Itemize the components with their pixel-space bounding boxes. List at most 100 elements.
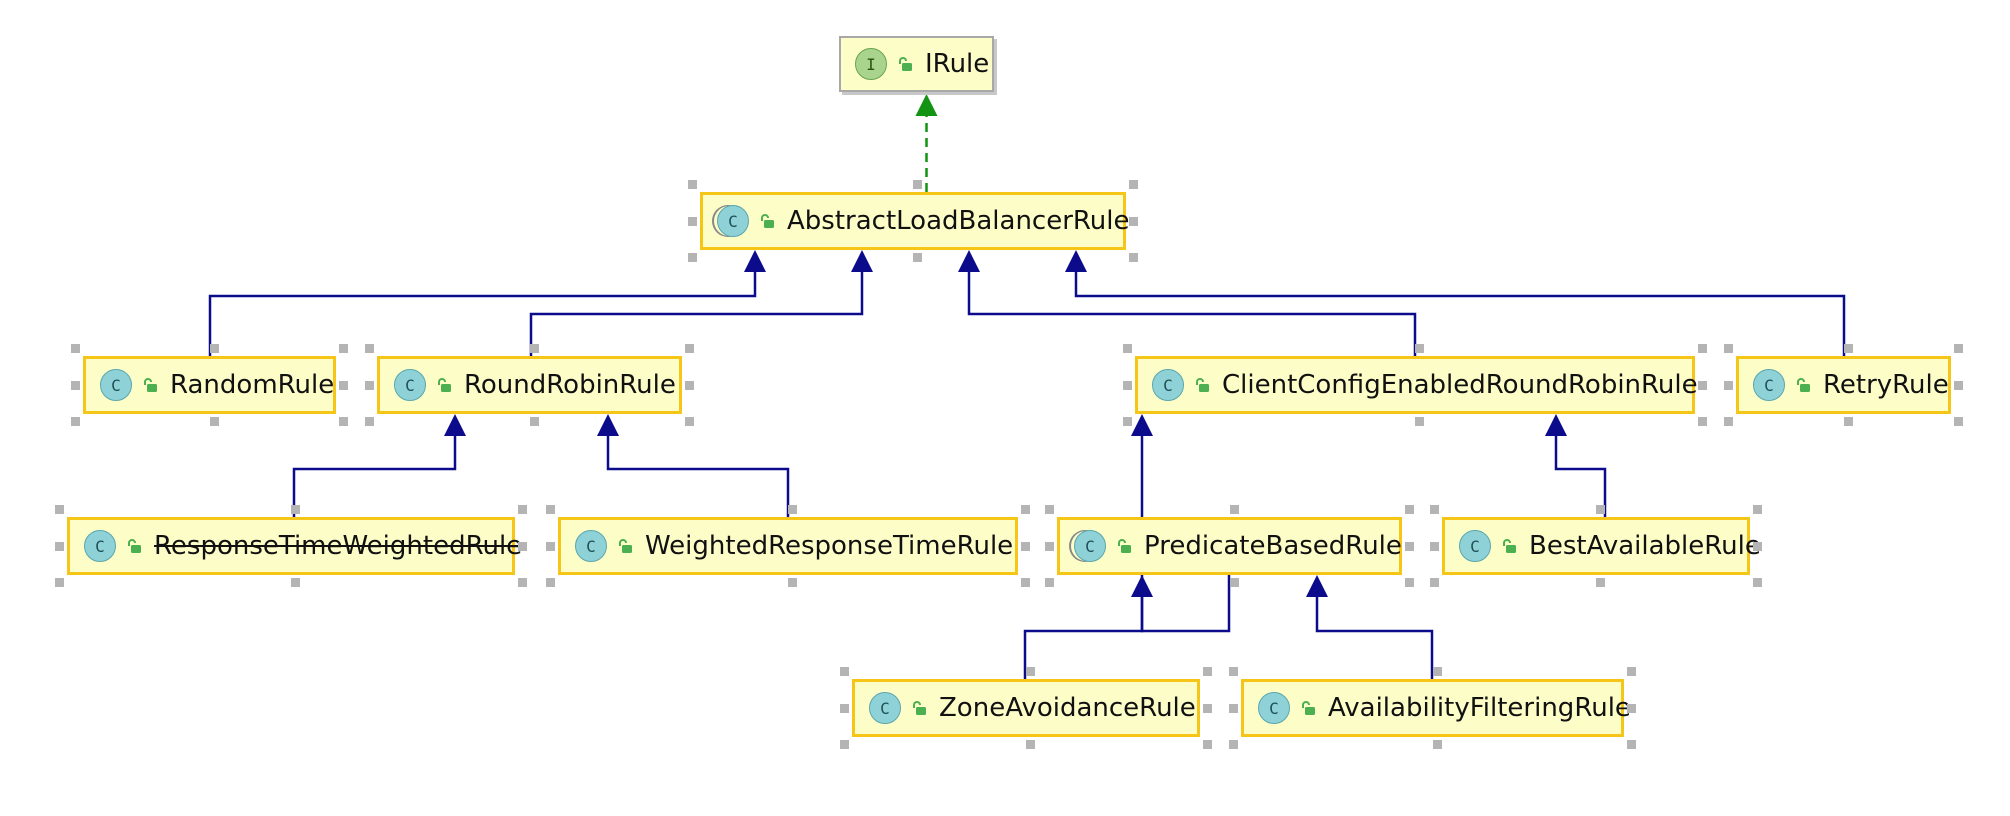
selection-handle[interactable] <box>840 704 849 713</box>
selection-handle[interactable] <box>685 344 694 353</box>
selection-handle[interactable] <box>1129 217 1138 226</box>
selection-handle[interactable] <box>339 417 348 426</box>
selection-handle[interactable] <box>365 344 374 353</box>
selection-handle[interactable] <box>365 381 374 390</box>
selection-handle[interactable] <box>1123 381 1132 390</box>
selection-handle[interactable] <box>1229 667 1238 676</box>
selection-handle[interactable] <box>840 740 849 749</box>
selection-handle[interactable] <box>688 253 697 262</box>
selection-handle[interactable] <box>1229 704 1238 713</box>
selection-handle[interactable] <box>55 578 64 587</box>
selection-handle[interactable] <box>840 667 849 676</box>
selection-handle[interactable] <box>529 417 539 426</box>
selection-handle[interactable] <box>1954 417 1963 426</box>
selection-handle[interactable] <box>685 417 694 426</box>
selection-handle[interactable] <box>1724 417 1733 426</box>
selection-handle[interactable] <box>1026 667 1035 676</box>
selection-handle[interactable] <box>55 542 64 551</box>
selection-handle[interactable] <box>688 217 697 226</box>
selection-handle[interactable] <box>1430 578 1439 587</box>
selection-handle[interactable] <box>1021 578 1030 587</box>
selection-handle[interactable] <box>71 381 80 390</box>
selection-handle[interactable] <box>546 578 555 587</box>
selection-handle[interactable] <box>1021 542 1030 551</box>
selection-handle[interactable] <box>788 505 797 514</box>
selection-handle[interactable] <box>291 505 300 514</box>
selection-handle[interactable] <box>209 344 219 353</box>
selection-handle[interactable] <box>1405 578 1414 587</box>
selection-handle[interactable] <box>1724 344 1733 353</box>
selection-handle[interactable] <box>688 180 697 189</box>
selection-handle[interactable] <box>1229 740 1238 749</box>
selection-handle[interactable] <box>1430 542 1439 551</box>
selection-handle[interactable] <box>1123 344 1132 353</box>
selection-handle[interactable] <box>1596 505 1605 514</box>
selection-handle[interactable] <box>518 505 527 514</box>
selection-handle[interactable] <box>1432 667 1442 676</box>
selection-handle[interactable] <box>1698 381 1707 390</box>
selection-handle[interactable] <box>1026 740 1035 749</box>
selection-handle[interactable] <box>339 381 348 390</box>
selection-handle[interactable] <box>518 578 527 587</box>
selection-handle[interactable] <box>1753 505 1762 514</box>
selection-handle[interactable] <box>1045 505 1054 514</box>
selection-handle[interactable] <box>71 344 80 353</box>
selection-handle[interactable] <box>1954 344 1963 353</box>
selection-handle[interactable] <box>1432 740 1442 749</box>
selection-handle[interactable] <box>1045 542 1054 551</box>
selection-handle[interactable] <box>291 578 300 587</box>
selection-handle[interactable] <box>1229 505 1239 514</box>
selection-handle[interactable] <box>1596 578 1605 587</box>
selection-handle[interactable] <box>529 344 539 353</box>
selection-handle[interactable] <box>1129 180 1138 189</box>
selection-handle[interactable] <box>339 344 348 353</box>
selection-handle[interactable] <box>55 505 64 514</box>
selection-handle[interactable] <box>1045 578 1054 587</box>
selection-handle[interactable] <box>1203 704 1212 713</box>
selection-handle[interactable] <box>1954 381 1963 390</box>
selection-handle[interactable] <box>71 417 80 426</box>
selection-handle[interactable] <box>1627 704 1636 713</box>
selection-handle[interactable] <box>1627 740 1636 749</box>
selection-handle[interactable] <box>1753 542 1762 551</box>
selection-handle[interactable] <box>788 578 797 587</box>
selection-handle[interactable] <box>1724 381 1733 390</box>
selection-handle[interactable] <box>1129 253 1138 262</box>
selection-handle[interactable] <box>1229 578 1239 587</box>
selection-handle[interactable] <box>518 542 527 551</box>
selection-handle[interactable] <box>1627 667 1636 676</box>
selection-handle[interactable] <box>685 381 694 390</box>
selection-handle[interactable] <box>546 505 555 514</box>
selection-handle[interactable] <box>1698 344 1707 353</box>
selection-handle[interactable] <box>546 542 555 551</box>
selection-handle[interactable] <box>1021 505 1030 514</box>
selection-handle[interactable] <box>1415 417 1424 426</box>
selection-handle[interactable] <box>1123 417 1132 426</box>
selection-handle[interactable] <box>1753 578 1762 587</box>
selection-handle[interactable] <box>1405 542 1414 551</box>
selection-handle[interactable] <box>913 180 922 189</box>
selection-handle[interactable] <box>1430 505 1439 514</box>
selection-handle[interactable] <box>365 417 374 426</box>
selection-handle[interactable] <box>209 417 219 426</box>
selection-handle[interactable] <box>1203 667 1212 676</box>
selection-handle[interactable] <box>1843 417 1853 426</box>
selection-handle[interactable] <box>1698 417 1707 426</box>
selection-handle[interactable] <box>913 253 922 262</box>
selection-handle[interactable] <box>1405 505 1414 514</box>
selection-handle[interactable] <box>1203 740 1212 749</box>
selection-handle[interactable] <box>1415 344 1424 353</box>
selection-handle[interactable] <box>1843 344 1853 353</box>
